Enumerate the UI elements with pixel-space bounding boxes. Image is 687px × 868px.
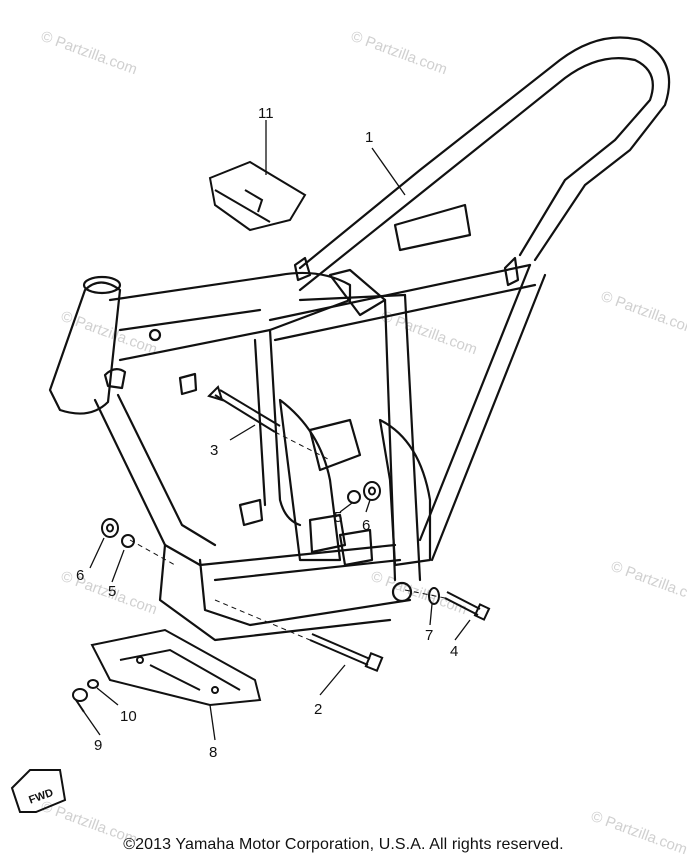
watermark: © Partzilla.com <box>59 308 160 359</box>
part-11-pad <box>208 160 307 232</box>
part-8-skid-plate <box>90 628 262 707</box>
part-7-washer <box>428 587 440 605</box>
callout-5-right: 5 <box>334 509 342 526</box>
callout-11: 11 <box>258 105 274 122</box>
callout-1: 1 <box>365 129 373 146</box>
watermark-layer: © Partzilla.com © Partzilla.com © Partzi… <box>39 28 687 859</box>
part-9-screw <box>72 688 88 713</box>
callout-6-left: 6 <box>76 567 84 584</box>
part-6-nut <box>363 481 381 501</box>
callout-5-left: 5 <box>108 583 116 600</box>
frame <box>48 36 671 642</box>
watermark: © Partzilla.com <box>349 28 450 79</box>
watermark: © Partzilla.com <box>609 558 687 609</box>
part-3-bolt <box>207 385 281 433</box>
callout-9: 9 <box>94 737 102 754</box>
assembly-lines <box>129 431 446 641</box>
callout-10: 10 <box>120 708 137 725</box>
callout-3: 3 <box>210 442 218 459</box>
callout-7: 7 <box>425 627 433 644</box>
part-5-washer <box>347 490 361 504</box>
copyright-notice: ©2013 Yamaha Motor Corporation, U.S.A. A… <box>123 836 564 853</box>
callout-4: 4 <box>450 643 458 660</box>
watermark: © Partzilla.com <box>39 28 140 79</box>
leader-lines <box>83 120 471 741</box>
part-4-bolt <box>444 591 491 621</box>
callout-8: 8 <box>209 744 217 761</box>
part-10-washer <box>87 679 99 689</box>
part-2-bolt <box>309 633 384 673</box>
callout-2: 2 <box>314 701 322 718</box>
callout-6-right: 6 <box>362 517 370 534</box>
part-5-washer <box>121 534 135 548</box>
part-6-nut <box>101 518 119 538</box>
watermark: © Partzilla.com <box>599 288 687 339</box>
